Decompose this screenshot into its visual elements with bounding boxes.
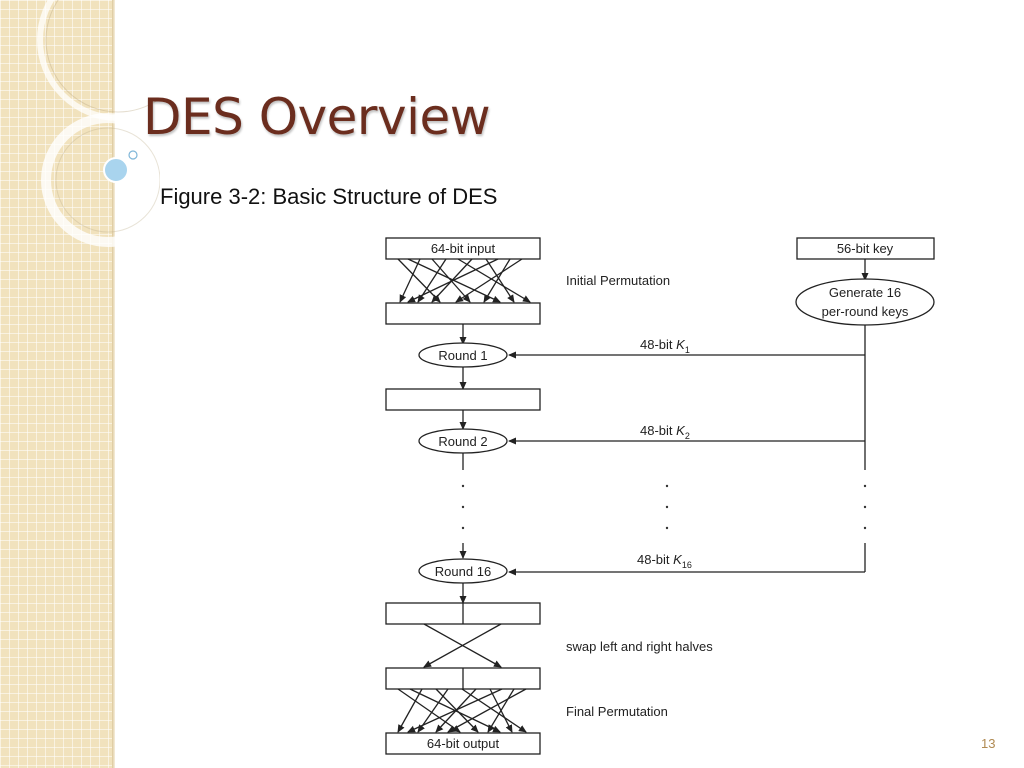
input-box — [385, 237, 541, 260]
side-decor-edge — [112, 0, 115, 768]
slide-title: DES Overview — [143, 88, 491, 146]
round-key-2-prefix: 48-bit — [640, 423, 676, 438]
round-key-1-prefix: 48-bit — [640, 337, 676, 352]
figure-caption: Figure 3-2: Basic Structure of DES — [160, 184, 498, 209]
generate-keys-label-line2: per-round keys — [822, 304, 909, 319]
round-key-1-label: 48-bit K1 — [640, 337, 690, 355]
round-key-2-label: 48-bit K2 — [640, 423, 690, 441]
initial-permutation-lines — [397, 258, 531, 303]
generate-keys-label-line1: Generate 16 — [829, 285, 901, 300]
slide-number: 13 — [981, 736, 996, 751]
round-key-16-subscript: 16 — [682, 560, 692, 570]
round-16-label: Round 16 — [435, 564, 491, 579]
swap-lines — [423, 623, 502, 668]
output-label: 64-bit output — [427, 736, 500, 751]
initial-permutation-label: Initial Permutation — [566, 273, 670, 288]
final-permutation-label: Final Permutation — [566, 704, 668, 719]
input-label: 64-bit input — [431, 241, 496, 256]
round-2-label: Round 2 — [438, 434, 487, 449]
round-key-16-letter: K — [673, 552, 683, 567]
decorative-rings — [37, 0, 160, 247]
round-1-label: Round 1 — [438, 348, 487, 363]
swap-label: swap left and right halves — [566, 639, 713, 654]
ellipsis-dots — [461, 484, 867, 530]
permuted-block — [385, 302, 541, 325]
intermediate-block — [385, 388, 541, 411]
side-decor-panel — [0, 0, 112, 768]
round-key-1-subscript: 1 — [685, 345, 690, 355]
round-key-16-label: 48-bit K16 — [637, 552, 692, 570]
output-box — [385, 732, 541, 755]
final-permutation-lines — [397, 688, 527, 733]
key-label: 56-bit key — [837, 241, 894, 256]
round-key-2-subscript: 2 — [685, 431, 690, 441]
round-key-2-letter: K — [676, 423, 686, 438]
round-key-1-letter: K — [676, 337, 686, 352]
round-key-16-prefix: 48-bit — [637, 552, 673, 567]
